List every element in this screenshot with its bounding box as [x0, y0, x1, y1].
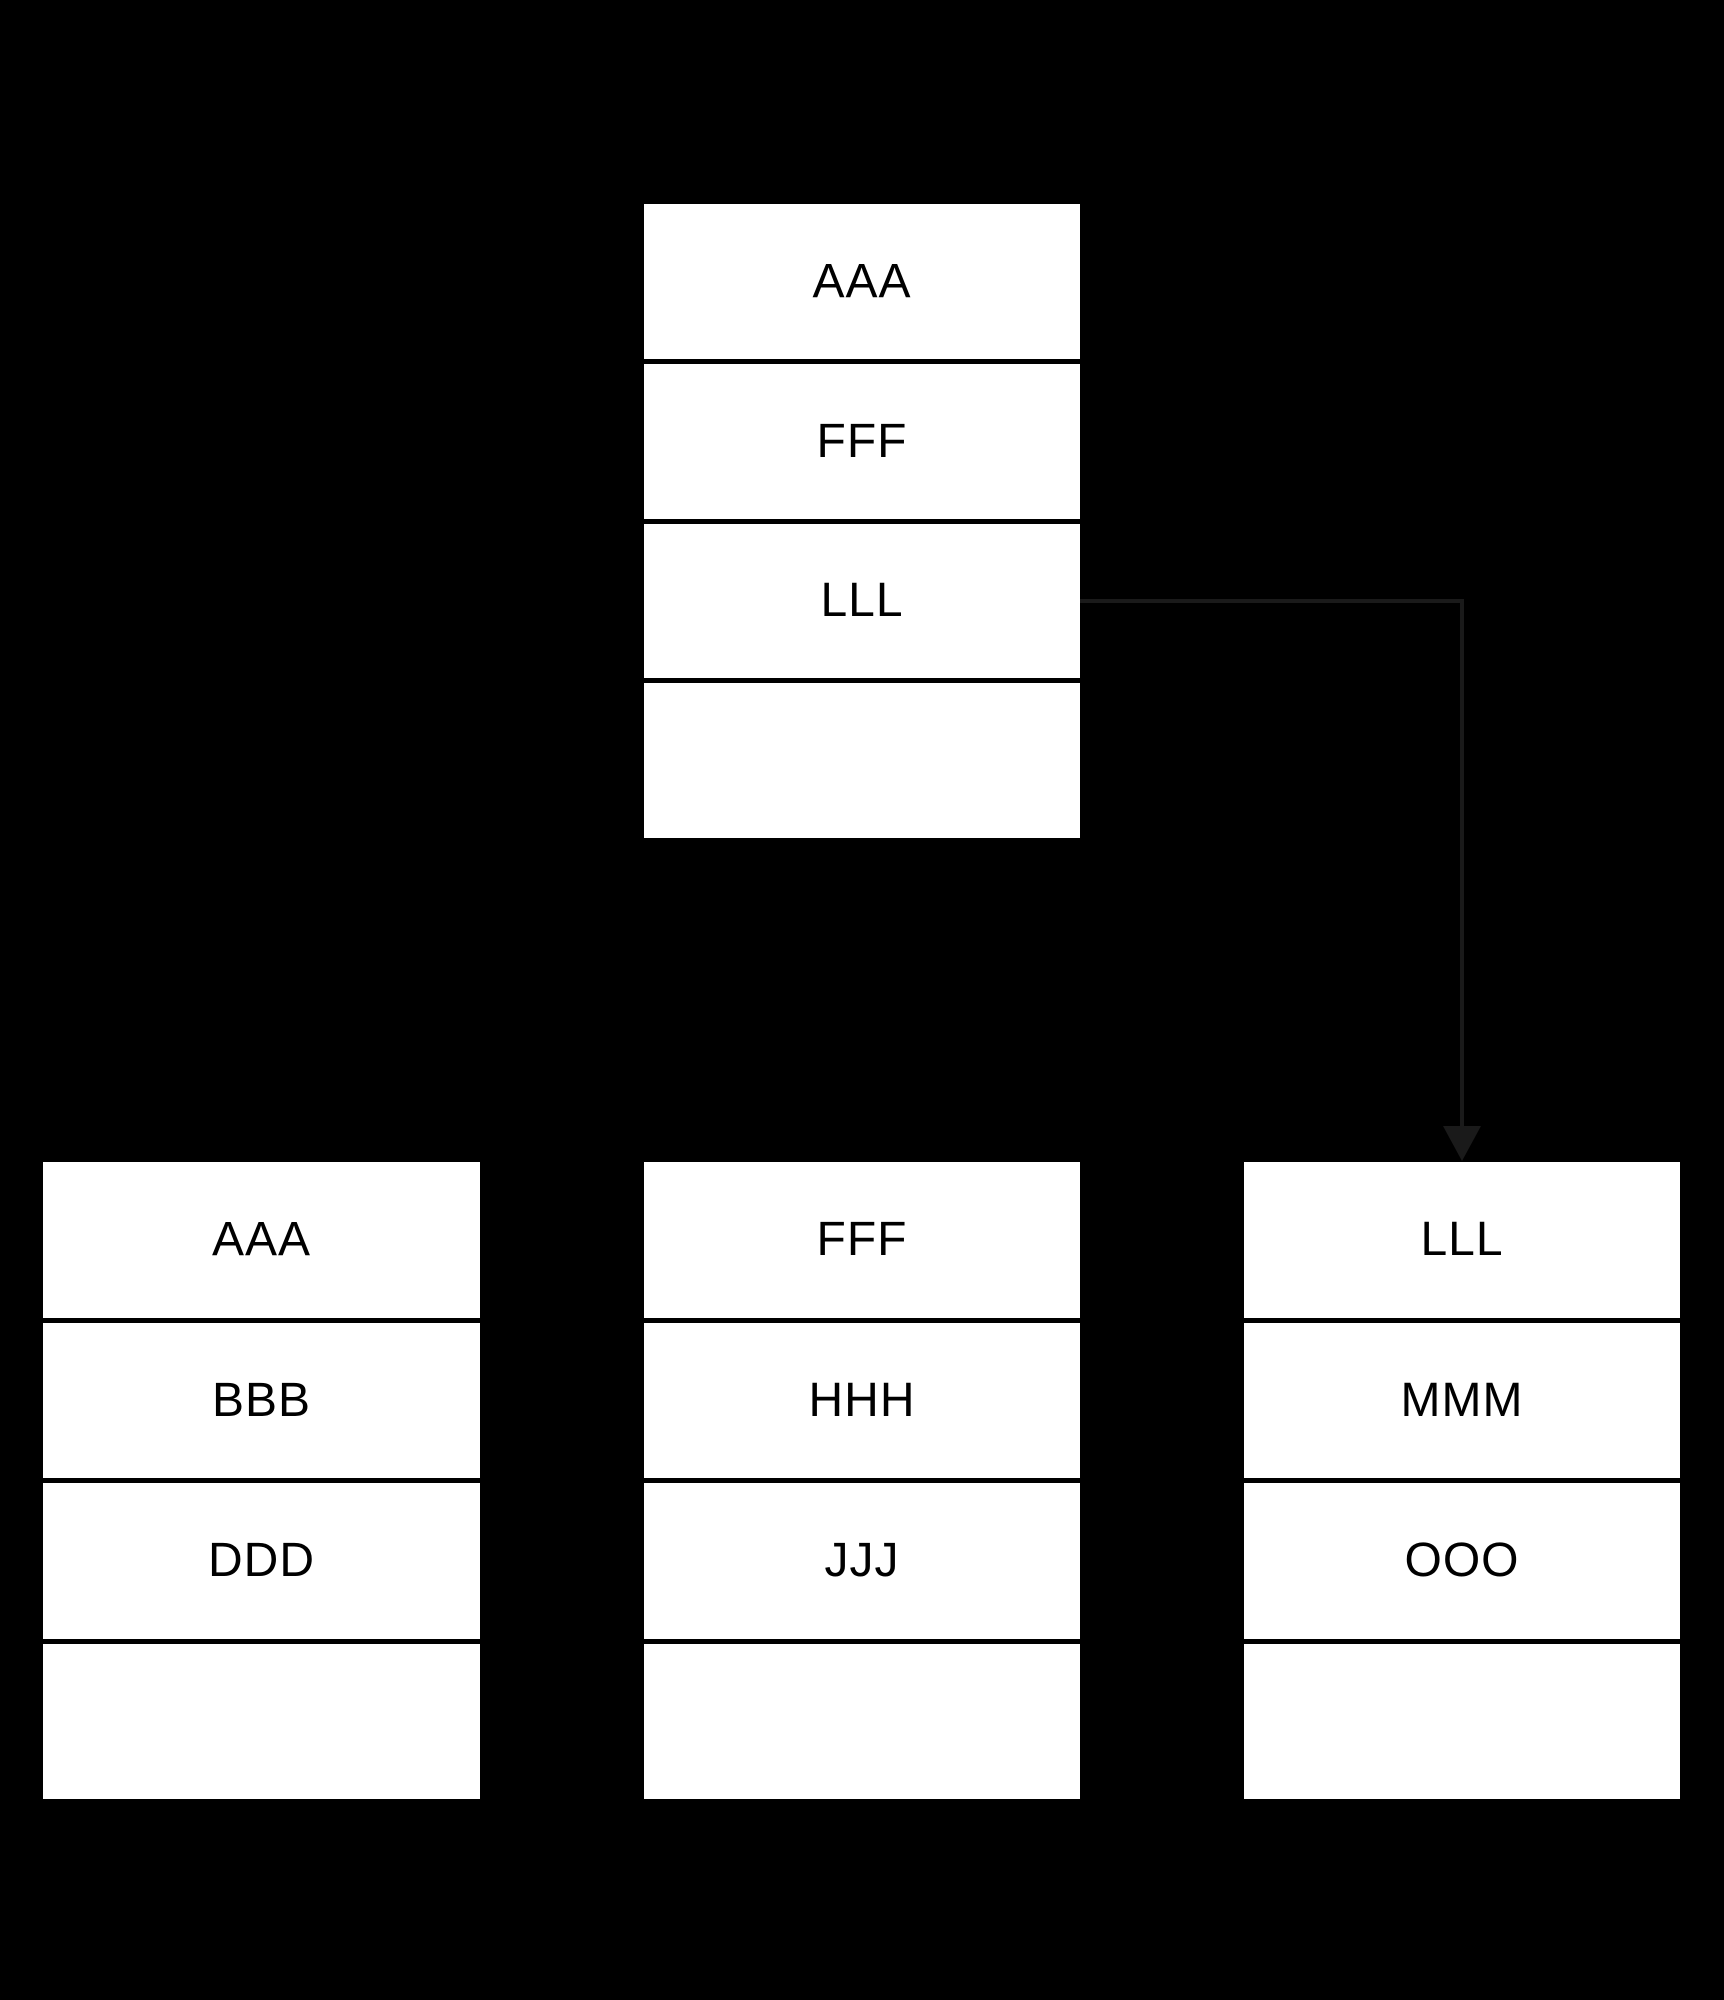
leaf-right-cell-3: [1244, 1643, 1680, 1799]
leaf-left-cell-3: [43, 1643, 480, 1799]
leaf-node-middle: FFF HHH JJJ: [644, 1162, 1080, 1799]
leaf-right-cell-1: MMM: [1244, 1322, 1680, 1478]
root-node-cell-0: AAA: [644, 204, 1080, 359]
leaf-right-cell-2: OOO: [1244, 1483, 1680, 1639]
root-node-cell-3: [644, 683, 1080, 838]
root-node-cell-2: LLL: [644, 523, 1080, 679]
leaf-node-right: LLL MMM OOO: [1244, 1162, 1680, 1799]
leaf-middle-cell-0: FFF: [644, 1162, 1080, 1318]
root-node-cell-1: FFF: [644, 363, 1080, 519]
arrow-head-icon: [1443, 1126, 1481, 1161]
leaf-middle-cell-3: [644, 1643, 1080, 1799]
root-node: AAA FFF LLL: [644, 204, 1080, 838]
leaf-right-cell-0: LLL: [1244, 1162, 1680, 1318]
leaf-left-cell-0: AAA: [43, 1162, 480, 1318]
leaf-node-left: AAA BBB DDD: [43, 1162, 480, 1799]
leaf-left-cell-1: BBB: [43, 1322, 480, 1478]
arrow-elbow-line: [1080, 599, 1464, 1128]
leaf-middle-cell-2: JJJ: [644, 1483, 1080, 1639]
leaf-left-cell-2: DDD: [43, 1483, 480, 1639]
leaf-middle-cell-1: HHH: [644, 1322, 1080, 1478]
